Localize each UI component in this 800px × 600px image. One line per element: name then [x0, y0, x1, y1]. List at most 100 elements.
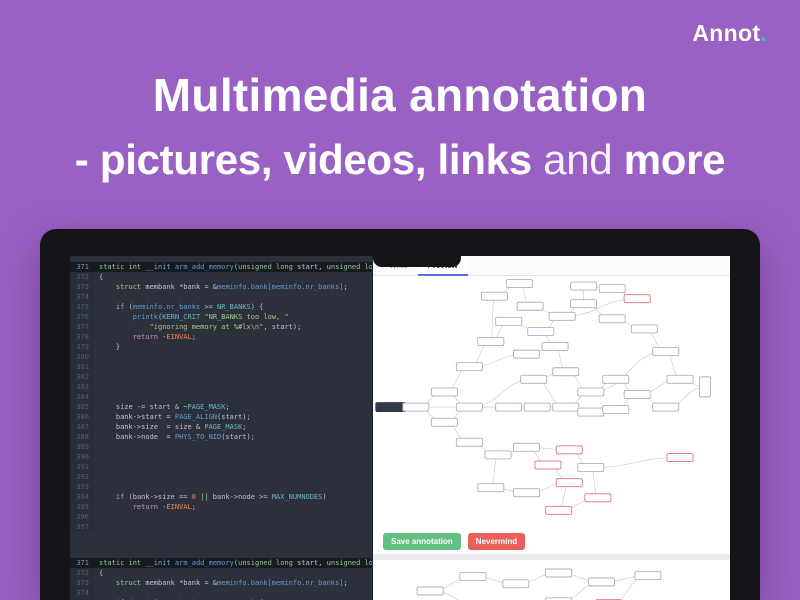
code-line: 392	[70, 472, 372, 482]
logo-text: Annot	[692, 20, 761, 46]
code-text	[94, 588, 99, 598]
code-line: 374	[70, 292, 372, 302]
graph-node	[552, 367, 580, 377]
graph-node	[634, 571, 662, 581]
code-text	[94, 292, 99, 302]
camera-notch	[373, 229, 461, 267]
graph-node	[527, 326, 555, 336]
code-text: printk(KERN_CRIT "NR_BANKS too low, "	[132, 313, 289, 321]
graph-node	[652, 402, 680, 412]
line-number: 380	[70, 352, 94, 362]
graph-node	[516, 301, 544, 311]
graph-node	[495, 402, 523, 412]
graph-node	[630, 324, 658, 334]
code-line: 393	[70, 482, 372, 492]
code-line: 383	[70, 382, 372, 392]
graph-node	[598, 314, 626, 324]
graph-node	[598, 284, 626, 294]
graph-node	[666, 374, 694, 384]
graph-node	[541, 342, 569, 352]
code-line: 397	[70, 522, 372, 532]
preview-panel: Write Preview Save annotation Nevermind	[373, 256, 730, 600]
line-number: 377	[70, 322, 94, 332]
annotation-card: Write Preview Save annotation Nevermind	[373, 256, 730, 554]
graph-node	[623, 389, 651, 399]
graph-node	[545, 568, 573, 578]
code-text: static int __init arm_add_memory(unsigne…	[99, 559, 372, 567]
code-text: if (bank->size == 0 || bank->node >= MAX…	[115, 493, 327, 501]
graph-node	[623, 294, 651, 304]
graph-node	[552, 402, 580, 412]
code-text	[94, 392, 99, 402]
button-row: Save annotation Nevermind	[373, 528, 730, 554]
monitor-mockup: 371 static int __init arm_add_memory(unsi…	[40, 229, 760, 600]
graph-node	[513, 488, 540, 498]
graph-node	[459, 572, 487, 582]
line-number: 375	[70, 302, 94, 312]
graph-node	[545, 597, 573, 600]
line-number: 394	[70, 492, 94, 502]
line-number: 397	[70, 522, 94, 532]
graph-node	[570, 299, 598, 309]
code-line: 387 bank->size = size & PAGE_MASK;	[70, 422, 372, 432]
line-number: 376	[70, 312, 94, 322]
code-line: 388 bank->node = PHYS_TO_NID(start);	[70, 432, 372, 442]
code-text: {	[99, 273, 104, 281]
line-number: 391	[70, 462, 94, 472]
line-number: 371	[70, 558, 94, 568]
code-text	[94, 382, 99, 392]
line-number: 374	[70, 292, 94, 302]
graph-node	[587, 577, 615, 587]
line-number: 374	[70, 588, 94, 598]
annot-logo[interactable]: Annot.	[692, 20, 767, 47]
code-line: 372{	[70, 568, 372, 578]
code-text	[94, 482, 99, 492]
graph-node	[513, 349, 540, 359]
hero-title-line1: Multimedia annotation	[152, 69, 648, 121]
screen: 371 static int __init arm_add_memory(unsi…	[70, 256, 730, 600]
graph-node	[495, 316, 523, 326]
nevermind-button[interactable]: Nevermind	[467, 532, 526, 550]
line-number: 385	[70, 402, 94, 412]
line-number: 372	[70, 568, 94, 578]
code-line: 371 static int __init arm_add_memory(unsi…	[70, 558, 372, 568]
code-line: 376 printk(KERN_CRIT "NR_BANKS too low, …	[70, 312, 372, 322]
graph-node	[513, 442, 540, 452]
code-line: 380	[70, 352, 372, 362]
line-number: 379	[70, 342, 94, 352]
graph-node	[416, 586, 444, 596]
code-text: size -= start & ~PAGE_MASK;	[99, 403, 230, 411]
code-editor[interactable]: 371 static int __init arm_add_memory(unsi…	[70, 256, 373, 600]
graph-edge	[590, 467, 599, 499]
graph-node	[534, 460, 562, 470]
code-text: struct membank *bank = &meminfo.bank[mem…	[115, 579, 348, 587]
code-text	[94, 462, 99, 472]
hero-title-segment: - pictures, videos, links	[74, 136, 532, 183]
code-line: 381	[70, 362, 372, 372]
code-text: bank->size = size & PAGE_MASK;	[99, 423, 247, 431]
code-line: 374	[70, 588, 372, 598]
line-number: 395	[70, 502, 94, 512]
code-blocks: 371 static int __init arm_add_memory(unsi…	[70, 262, 372, 600]
code-text: bank->node = PHYS_TO_NID(start);	[99, 433, 255, 441]
code-line: 396	[70, 512, 372, 522]
line-number: 396	[70, 512, 94, 522]
save-annotation-button[interactable]: Save annotation	[383, 532, 461, 550]
code-text	[94, 522, 99, 532]
hero: Multimedia annotation - pictures, videos…	[0, 68, 800, 184]
line-number: 392	[70, 472, 94, 482]
code-line: 373 struct membank *bank = &meminfo.bank…	[70, 578, 372, 588]
line-number: 373	[70, 578, 94, 588]
graph-node	[577, 407, 605, 417]
line-number: 372	[70, 272, 94, 282]
graph-node	[455, 362, 483, 372]
graph-node	[602, 405, 630, 415]
graph-node	[480, 291, 508, 301]
code-text: if (meminfo.nr_banks >= NR_BANKS) {	[115, 303, 264, 311]
graph-edge	[590, 351, 666, 393]
code-text	[94, 442, 99, 452]
graph-node	[375, 402, 407, 412]
code-text: "ignoring memory at %#lx\n", start);	[149, 323, 302, 331]
code-line: 382	[70, 372, 372, 382]
graph-node	[570, 281, 598, 291]
